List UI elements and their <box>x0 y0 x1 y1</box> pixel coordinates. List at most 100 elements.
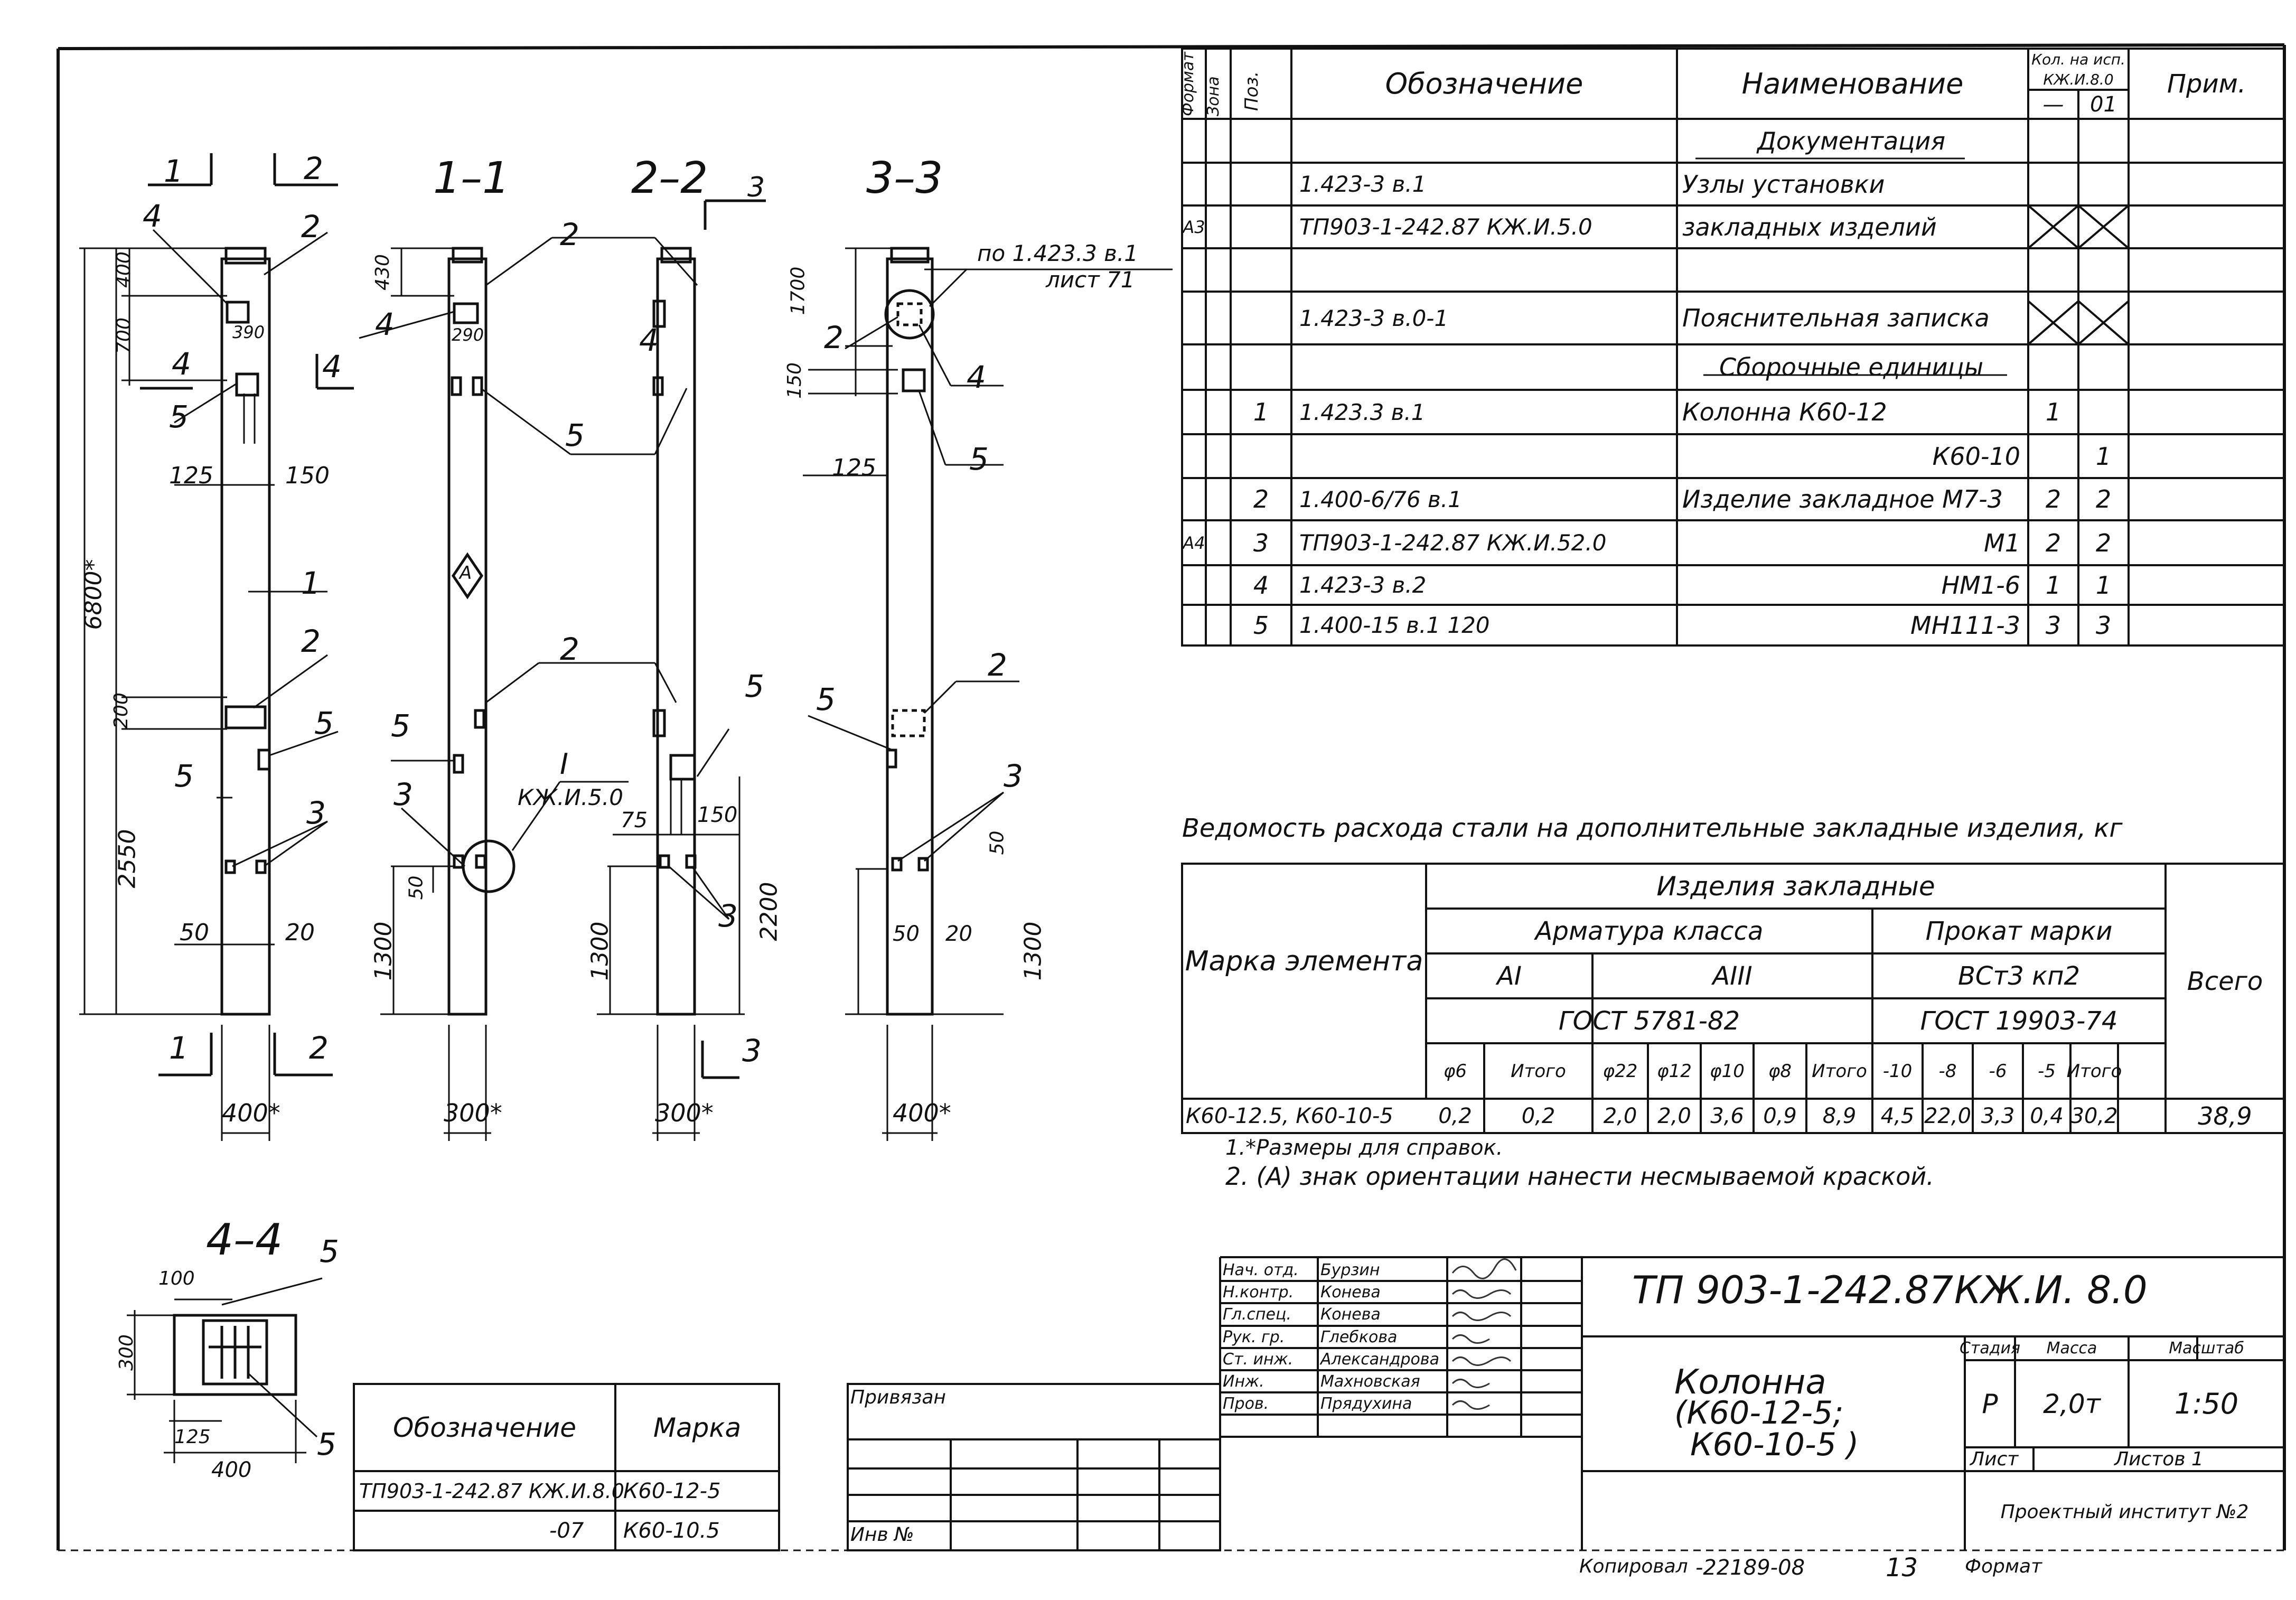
ref-note-2: лист 71 <box>1046 267 1135 293</box>
node-ref: КЖ.И.5.0 <box>518 784 623 810</box>
steel-row-total: 38,9 <box>2198 1101 2252 1130</box>
callout-3c: 3 <box>718 898 738 934</box>
title-sheet: Лист <box>1970 1448 2019 1470</box>
callout-3: 3 <box>306 795 326 831</box>
steel-subcol-header: -5 <box>2038 1060 2056 1082</box>
spec-h-name: Наименование <box>1741 67 1964 100</box>
cut-mark-2-bottom: 2 <box>309 1030 329 1066</box>
callout-5h: 5 <box>816 681 836 717</box>
dim-50-a: 50 <box>180 919 209 946</box>
dim-2200: 2200 <box>755 882 783 941</box>
dim-1300-b: 1300 <box>586 921 614 981</box>
steel-value: 4,5 <box>1880 1103 1915 1128</box>
ref-note-1: по 1.423.3 в.1 <box>977 240 1138 266</box>
steel-h-mark: Марка элемента <box>1185 946 1423 977</box>
footer-format: Формат <box>1965 1556 2042 1577</box>
binding-label: Привязан <box>850 1387 946 1408</box>
dim-1300-c: 1300 <box>1019 921 1047 981</box>
spec-cell-pos: 2 <box>1253 485 1269 513</box>
spec-table-grid <box>1181 48 2285 647</box>
spec-cell-designation: 1.400-6/76 в.1 <box>1299 486 1462 512</box>
steel-table-grid <box>1181 863 2285 1134</box>
callout-5f: 5 <box>745 668 764 704</box>
spec-cell-name: К60-10 <box>1932 442 2020 471</box>
dim-75: 75 <box>621 808 648 832</box>
spec-cell-qty2: 2 <box>2095 528 2112 557</box>
dim-50-b: 50 <box>893 922 920 946</box>
steel-value: 0,4 <box>2030 1103 2064 1128</box>
callout-2e: 2 <box>824 320 844 355</box>
steel-h-vst: ВСт3 кп2 <box>1957 961 2081 991</box>
callout-5: 5 <box>169 399 189 435</box>
spec-cell-format: А3 <box>1183 217 1205 237</box>
steel-value: 0,9 <box>1763 1103 1797 1128</box>
width-300-a: 300* <box>444 1099 502 1127</box>
dim-290: 290 <box>452 325 484 345</box>
title-scale: 1:50 <box>2174 1387 2239 1420</box>
signatory-role: Пров. <box>1223 1394 1269 1413</box>
signatory-role: Ст. инж. <box>1223 1350 1294 1369</box>
spec-cell-name: Узлы установки <box>1682 170 1885 199</box>
steel-subcol-header: -8 <box>1938 1060 1957 1082</box>
spec-h-qty-col2: 01 <box>2090 92 2117 117</box>
spec-h-pos: Поз. <box>1241 71 1262 111</box>
footer-copied: Копировал <box>1579 1556 1688 1577</box>
steel-value: 0,2 <box>1521 1103 1555 1128</box>
width-300-b: 300* <box>655 1099 714 1127</box>
callout-2d: 2 <box>560 631 579 667</box>
callout-4b: 4 <box>375 306 395 342</box>
width-400-b: 400* <box>893 1099 951 1127</box>
section-label-4-4: 4–4 <box>206 1215 283 1265</box>
variants-h-designation: Обозначение <box>393 1412 576 1443</box>
spec-cell-designation: ТП903-1-242.87 КЖ.И.52.0 <box>1299 530 1607 556</box>
callout-3b: 3 <box>393 776 413 812</box>
dim-50-v: 50 <box>405 875 427 900</box>
callout-3d: 3 <box>1004 758 1023 794</box>
steel-h-total: Всего <box>2187 966 2263 996</box>
spec-h-qty-col1: — <box>2042 92 2064 117</box>
section-3-3 <box>803 247 1173 1141</box>
dim-150-a: 150 <box>285 462 330 489</box>
footer-copy-no: -22189-08 <box>1695 1556 1805 1580</box>
callout-5c: 5 <box>174 758 194 794</box>
steel-value: 2,0 <box>1603 1103 1637 1128</box>
cut-mark-1-top: 1 <box>164 153 183 189</box>
callout-4d: 4 <box>967 359 986 395</box>
node-label: I <box>560 747 568 781</box>
dim-400: 400 <box>113 251 135 288</box>
spec-h-designation: Обозначение <box>1385 67 1583 100</box>
callout-5e: 5 <box>391 708 410 744</box>
callout-1: 1 <box>301 565 321 601</box>
spec-cell-qty2: 3 <box>2095 611 2112 640</box>
title-stage: Р <box>1982 1388 1998 1419</box>
signatory-name: Прядухина <box>1320 1394 1412 1413</box>
spec-h-zone: Зона <box>1204 76 1223 116</box>
spec-h-qty-sub: КЖ.И.8.0 <box>2043 70 2114 88</box>
spec-cell-designation: 1.423-3 в.0-1 <box>1299 305 1449 331</box>
signatory-name: Конева <box>1320 1305 1381 1324</box>
steel-subcol-header: φ22 <box>1602 1060 1638 1082</box>
dim-100-plan: 100 <box>158 1268 195 1289</box>
title-sheet-code: КЖ.И. 8.0 <box>1954 1268 2148 1312</box>
orientation-mark: А <box>460 563 472 584</box>
dim-700: 700 <box>113 317 135 354</box>
spec-cell-pos: 3 <box>1253 528 1269 557</box>
steel-row-mark: К60-12.5, К60-10-5 <box>1186 1103 1393 1128</box>
section-2-2 <box>597 199 766 1141</box>
steel-subcol-header: -6 <box>1989 1060 2007 1082</box>
callout-5b: 5 <box>314 705 334 741</box>
cut-mark-2-top: 2 <box>304 151 323 186</box>
dim-20-b: 20 <box>945 922 972 946</box>
steel-h-products: Изделия закладные <box>1656 871 1935 902</box>
spec-cell-name: Сборочные единицы <box>1719 353 1984 381</box>
cut-mark-3-bottom: 3 <box>742 1033 762 1069</box>
signatory-name: Глебкова <box>1320 1327 1398 1346</box>
spec-cell-designation: 1.423-3 в.2 <box>1299 572 1427 598</box>
steel-subcol-header: φ10 <box>1710 1060 1745 1082</box>
signatory-name: Бурзин <box>1320 1260 1380 1279</box>
title-h-mass: Масса <box>2046 1339 2097 1358</box>
title-code: ТП 903-1-242.87 <box>1632 1268 1954 1312</box>
dim-20-a: 20 <box>285 919 315 946</box>
cut-mark-3-top: 3 <box>747 172 765 203</box>
